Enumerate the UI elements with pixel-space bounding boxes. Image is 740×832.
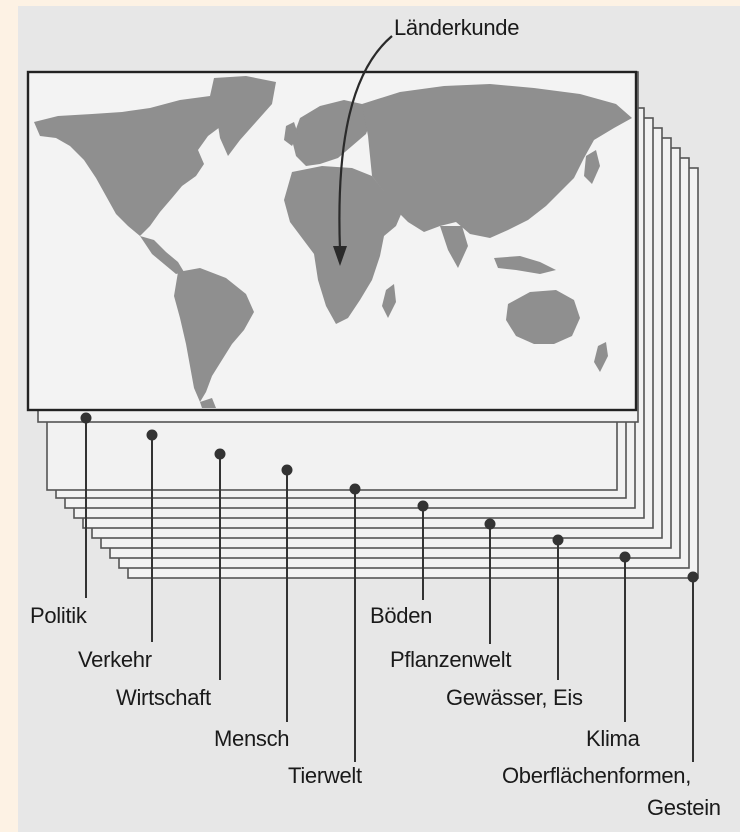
leader-dot-mensch	[281, 464, 293, 476]
label-gestein: Gestein	[647, 795, 721, 820]
page-border-left	[0, 0, 18, 832]
label-tierwelt: Tierwelt	[288, 763, 362, 788]
continent-europe	[292, 100, 372, 166]
continent-north-america	[34, 96, 232, 236]
continent-south-america	[174, 268, 254, 402]
label-politik: Politik	[30, 603, 87, 628]
title-label: Länderkunde	[394, 15, 520, 40]
continent-central-america	[140, 236, 184, 274]
leader-dot-wirtschaft	[214, 448, 226, 460]
island-japan	[584, 150, 600, 184]
island-new-zealand	[594, 342, 608, 372]
label-pflanzenwelt: Pflanzenwelt	[390, 647, 512, 672]
leader-dot-verkehr	[146, 429, 158, 441]
island-britain	[284, 122, 298, 146]
leader-lines	[80, 412, 699, 762]
label-gewaesser: Gewässer, Eis	[446, 685, 583, 710]
island-madagascar	[382, 284, 396, 318]
label-verkehr: Verkehr	[78, 647, 152, 672]
continent-australia	[506, 290, 580, 344]
islands-indonesia	[494, 256, 556, 274]
continent-asia	[362, 84, 632, 238]
leader-dot-gewaesser	[552, 534, 564, 546]
leader-dot-oberflaechen	[687, 571, 699, 583]
continent-antarctica-edge	[200, 398, 216, 408]
label-wirtschaft: Wirtschaft	[116, 685, 211, 710]
arrow-head	[333, 246, 347, 266]
page-border-top	[0, 0, 740, 6]
title-pointer-arrow	[338, 35, 393, 251]
leader-dot-politik	[80, 412, 92, 424]
leader-dot-tierwelt	[349, 483, 361, 495]
leader-dot-klima	[619, 551, 631, 563]
label-boeden: Böden	[370, 603, 433, 628]
world-map	[34, 76, 632, 408]
leader-dot-pflanzenwelt	[484, 518, 496, 530]
continent-africa	[284, 166, 402, 324]
label-mensch: Mensch	[214, 726, 290, 751]
continent-greenland	[210, 76, 276, 156]
label-klima: Klima	[586, 726, 640, 751]
leader-dot-boeden	[417, 500, 429, 512]
region-india	[440, 226, 468, 268]
label-oberflaechen: Oberflächenformen,	[502, 763, 692, 788]
